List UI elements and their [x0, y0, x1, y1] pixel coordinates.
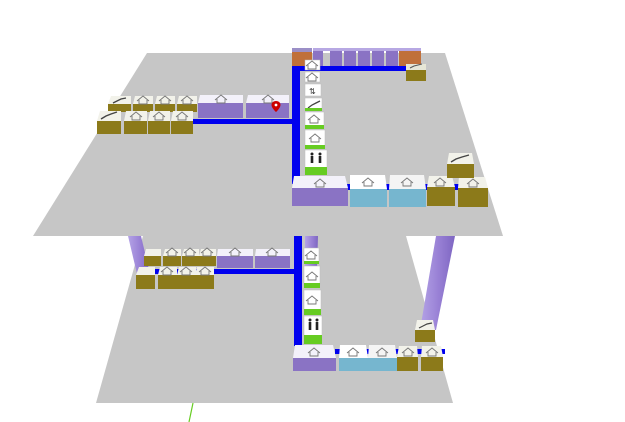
room-tile[interactable]	[350, 175, 387, 189]
lower-floor[interactable]	[96, 236, 455, 403]
upper-floor[interactable]: ⇅	[33, 48, 503, 236]
axis-line	[189, 403, 193, 422]
vertical-connector	[420, 236, 455, 330]
room-tile[interactable]	[158, 267, 177, 275]
corridor-upper-main	[292, 66, 300, 184]
upper-floor-slab	[33, 53, 503, 236]
room-tile[interactable]	[133, 96, 153, 104]
room-tile[interactable]	[305, 130, 325, 146]
room-tile[interactable]	[144, 249, 161, 256]
room-tile[interactable]	[163, 249, 181, 256]
room-tile[interactable]	[136, 267, 155, 275]
room-tile[interactable]	[304, 266, 320, 284]
room-tile[interactable]	[177, 96, 197, 104]
room-tile[interactable]	[217, 249, 253, 256]
svg-text:⇅: ⇅	[309, 87, 316, 96]
room-tile[interactable]	[292, 176, 348, 188]
room-tile[interactable]	[255, 249, 290, 256]
corridor-upper-west	[188, 119, 296, 124]
room-tile[interactable]	[97, 111, 121, 121]
room-tile[interactable]	[389, 175, 426, 189]
room-tile[interactable]	[177, 267, 196, 275]
room-tile[interactable]	[304, 316, 322, 336]
room-tile[interactable]	[447, 153, 474, 164]
room-tile[interactable]	[397, 346, 418, 357]
room-tile[interactable]	[198, 95, 243, 103]
room-tile[interactable]	[155, 96, 175, 104]
room-tile[interactable]	[246, 95, 289, 103]
stairs-block[interactable]	[406, 64, 426, 81]
room-tile[interactable]	[305, 150, 327, 168]
corridor-lower-main	[294, 236, 302, 346]
room-tile[interactable]	[305, 112, 324, 126]
room-tile[interactable]	[195, 267, 214, 275]
